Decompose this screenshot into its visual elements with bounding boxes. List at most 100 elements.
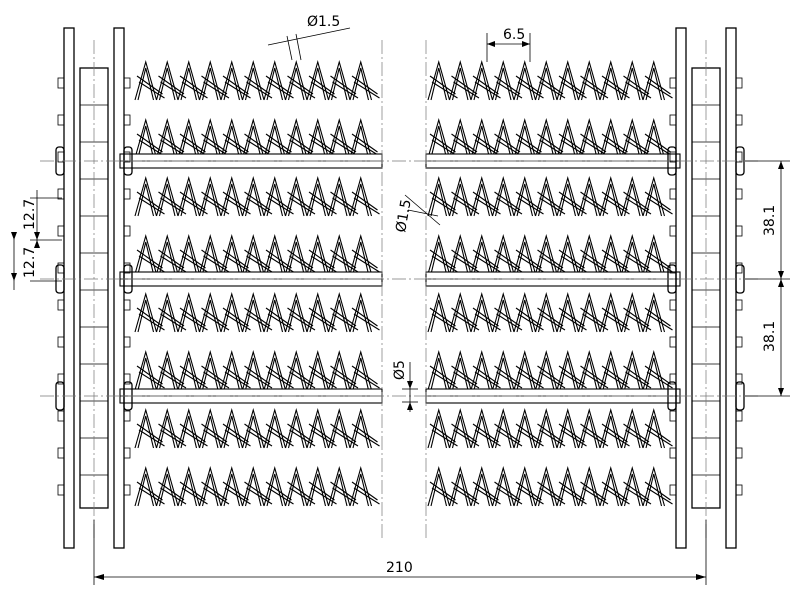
mesh-link <box>308 307 335 327</box>
mesh-link <box>472 307 499 327</box>
mesh-wire <box>451 183 469 217</box>
mesh-wire <box>645 241 663 275</box>
mesh-link <box>429 481 456 501</box>
mesh-link <box>494 75 521 95</box>
mesh-wire <box>559 299 577 333</box>
mesh-link <box>580 133 607 153</box>
mesh-wire <box>580 183 598 217</box>
mesh-wire <box>330 415 348 449</box>
chain-pin <box>123 299 131 311</box>
chain-pin <box>57 484 65 496</box>
mesh-wire <box>327 117 351 159</box>
mesh-link <box>646 81 673 99</box>
mesh-link <box>265 423 292 443</box>
mesh-wire <box>309 183 327 217</box>
mesh-wire <box>330 473 348 507</box>
mesh-wire <box>537 299 555 333</box>
mesh-wire <box>580 125 598 159</box>
mesh-link <box>515 307 542 327</box>
mesh-link <box>330 133 357 153</box>
mesh-wire <box>284 117 308 159</box>
mesh-wire <box>491 465 515 507</box>
mesh-wire <box>556 117 580 159</box>
mesh-wire <box>427 59 451 101</box>
chain-pin <box>735 373 743 385</box>
mesh-link <box>265 481 292 501</box>
mesh-wire <box>220 291 244 333</box>
chain-pin <box>735 77 743 89</box>
mesh-link <box>494 423 521 443</box>
mesh-wire <box>287 241 305 275</box>
mesh-wire <box>177 349 201 391</box>
mesh-link <box>308 249 335 269</box>
mesh-wire <box>241 233 265 275</box>
mesh-link <box>646 429 673 447</box>
mesh-wire <box>516 473 534 507</box>
mesh-wire <box>306 465 330 507</box>
mesh-wire <box>352 125 370 159</box>
mesh-wire <box>244 241 262 275</box>
mesh-wire <box>263 291 287 333</box>
mesh-link <box>451 249 478 269</box>
mesh-link <box>601 191 628 211</box>
mesh-wire <box>470 233 494 275</box>
mesh-link <box>158 75 185 95</box>
mesh-wire <box>201 125 219 159</box>
chain-pin <box>735 410 743 422</box>
mesh-wire <box>201 183 219 217</box>
mesh-link <box>330 481 357 501</box>
mesh-link <box>558 133 585 153</box>
mesh-link <box>158 191 185 211</box>
chain-pin <box>57 188 65 200</box>
mesh-link <box>580 191 607 211</box>
chain-pin <box>669 447 677 459</box>
mesh-link <box>179 249 206 269</box>
mesh-wire <box>473 125 491 159</box>
mesh-link <box>623 481 650 501</box>
mesh-link <box>515 75 542 95</box>
mesh-link <box>179 365 206 385</box>
mesh-wire <box>645 415 663 449</box>
chain-pin <box>735 114 743 126</box>
mesh-wire <box>537 357 555 391</box>
mesh-link <box>351 249 378 269</box>
mesh-wire <box>537 125 555 159</box>
mesh-link <box>580 75 607 95</box>
mesh-link <box>179 133 206 153</box>
chain-pin <box>57 336 65 348</box>
mesh-wire <box>244 415 262 449</box>
mesh-wire <box>513 59 537 101</box>
mesh-wire <box>330 125 348 159</box>
mesh-wire <box>473 415 491 449</box>
mesh-wire <box>580 357 598 391</box>
mesh-wire <box>491 291 515 333</box>
mesh-wire <box>220 117 244 159</box>
mesh-wire <box>266 299 284 333</box>
mesh-wire <box>263 175 287 217</box>
mesh-wire <box>430 241 448 275</box>
mesh-wire <box>137 67 155 101</box>
mesh-wire <box>494 183 512 217</box>
mesh-link <box>287 307 314 327</box>
mesh-link <box>644 75 671 95</box>
mesh-link <box>494 249 521 269</box>
mesh-wire <box>620 59 644 101</box>
mesh-wire <box>448 349 472 391</box>
mesh-wire <box>223 415 241 449</box>
mesh-wire <box>451 299 469 333</box>
mesh-wire <box>602 183 620 217</box>
mesh-wire <box>349 117 373 159</box>
mesh-wire <box>155 117 179 159</box>
mesh-wire <box>451 473 469 507</box>
mesh-wire <box>599 349 623 391</box>
mesh-link <box>201 307 228 327</box>
mesh-wire <box>427 465 451 507</box>
mesh-wire <box>330 357 348 391</box>
mesh-link <box>179 307 206 327</box>
mesh-wire <box>158 125 176 159</box>
mesh-wire <box>266 357 284 391</box>
mesh-wire <box>599 407 623 449</box>
mesh-wire <box>642 465 666 507</box>
mesh-link <box>201 365 228 385</box>
mesh-link <box>136 75 163 95</box>
